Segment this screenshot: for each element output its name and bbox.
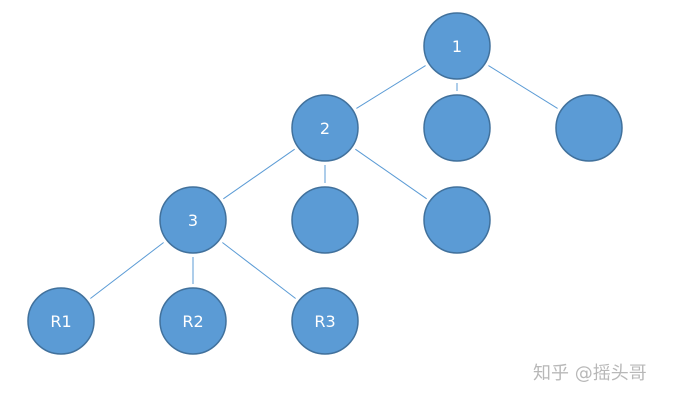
watermark: 知乎 @摇头哥: [533, 363, 647, 384]
node-label: R1: [50, 312, 71, 331]
node-label: 3: [188, 211, 198, 230]
node-n2c: [423, 186, 491, 254]
edge-n3-r3: [222, 242, 296, 299]
node-circle: [159, 287, 227, 355]
node-label: R2: [182, 312, 203, 331]
edge-n3-r1: [90, 242, 164, 299]
edges-group: [90, 65, 558, 299]
node-r1: R1: [27, 287, 95, 355]
node-circle: [423, 12, 491, 80]
node-circle: [423, 186, 491, 254]
nodes-group: 1 2 3R1 R2 R3: [27, 12, 623, 355]
edge-n1-n1c: [488, 65, 558, 109]
node-r3: R3: [291, 287, 359, 355]
node-circle: [291, 287, 359, 355]
node-circle: [27, 287, 95, 355]
node-label: R3: [314, 312, 335, 331]
node-n2: 2: [291, 94, 359, 162]
node-circle: [159, 186, 227, 254]
edge-n2-n2c: [355, 148, 427, 200]
node-label: 2: [320, 119, 330, 138]
node-n1b: [423, 94, 491, 162]
node-n1: 1: [423, 12, 491, 80]
node-circle: [291, 94, 359, 162]
node-n3: 3: [159, 186, 227, 254]
node-n1c: [555, 94, 623, 162]
edge-n2-n3: [223, 148, 295, 200]
node-circle: [291, 186, 359, 254]
node-r2: R2: [159, 287, 227, 355]
node-label: 1: [452, 37, 462, 56]
node-circle: [555, 94, 623, 162]
node-n2b: [291, 186, 359, 254]
edge-n1-n2: [356, 65, 426, 109]
node-circle: [423, 94, 491, 162]
